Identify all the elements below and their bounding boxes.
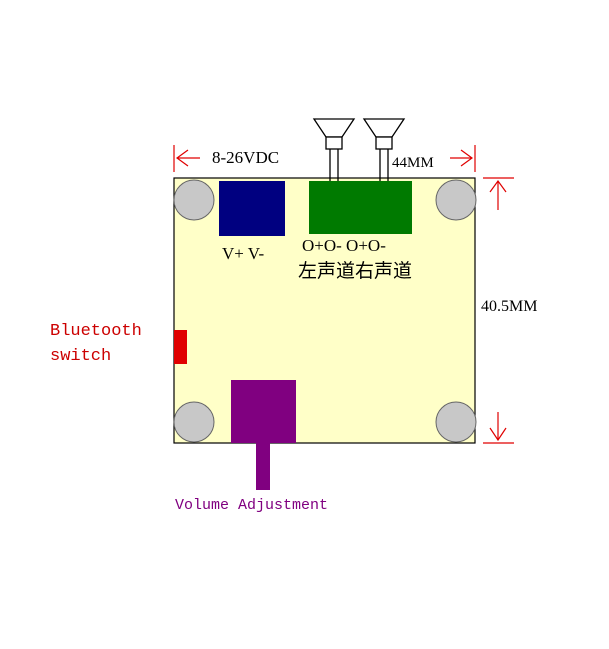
bluetooth-label-line2: switch bbox=[50, 347, 111, 366]
bluetooth-switch-block bbox=[174, 330, 187, 364]
voltage-label: 8-26VDC bbox=[212, 148, 279, 167]
speaker-terminal-label: O+O- O+O- bbox=[302, 236, 386, 255]
volume-label: Volume Adjustment bbox=[175, 497, 328, 514]
channels-label: 左声道右声道 bbox=[298, 260, 412, 282]
power-terminal-label: V+ V- bbox=[222, 244, 265, 263]
width-label: 44MM bbox=[392, 155, 434, 171]
height-label: 40.5MM bbox=[481, 298, 537, 315]
speaker-terminal-block bbox=[309, 181, 412, 234]
mount-hole-top-right bbox=[435, 179, 477, 221]
bluetooth-label-line1: Bluetooth bbox=[50, 322, 142, 341]
volume-pot-shaft bbox=[256, 443, 270, 490]
speaker-icon-left bbox=[312, 118, 356, 181]
volume-pot-body bbox=[231, 380, 296, 443]
width-dimension bbox=[173, 145, 476, 172]
power-terminal-block bbox=[219, 181, 285, 236]
mount-hole-bottom-right bbox=[435, 401, 477, 443]
mount-hole-top-left bbox=[173, 179, 215, 221]
speaker-icon-right bbox=[362, 118, 406, 181]
mount-hole-bottom-left bbox=[173, 401, 215, 443]
height-dimension bbox=[483, 177, 514, 444]
